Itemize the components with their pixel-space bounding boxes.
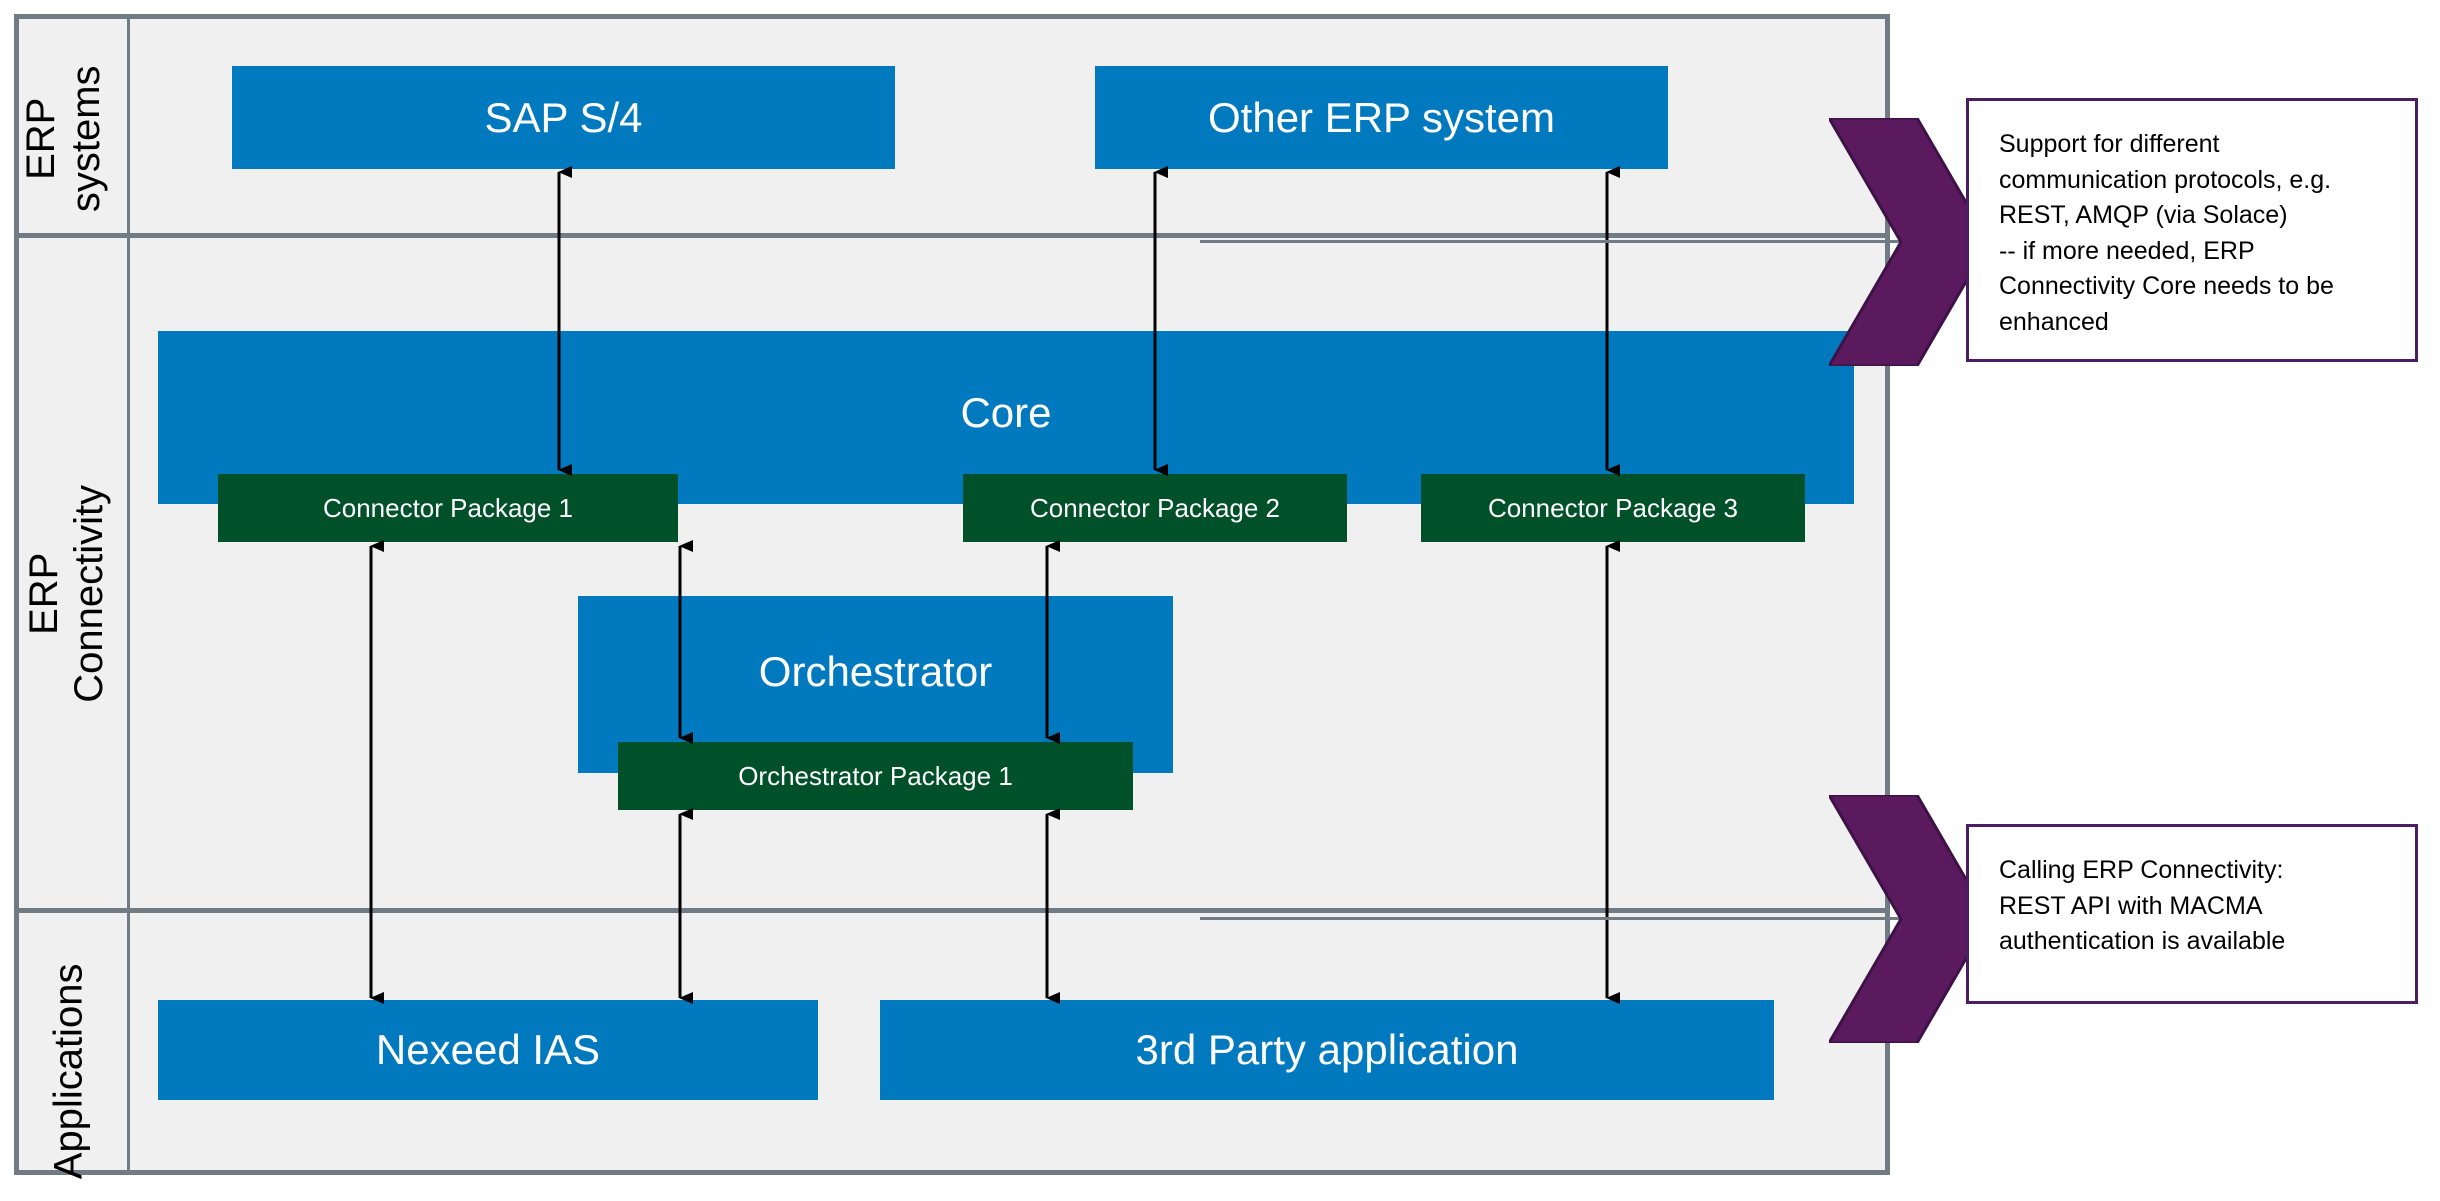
lane-divider-applications — [19, 908, 1885, 913]
chevron-arrow-top — [1829, 118, 1989, 366]
block-other-erp-system[interactable]: Other ERP system — [1095, 66, 1668, 169]
block-connector-package-2[interactable]: Connector Package 2 — [963, 474, 1347, 542]
lane-label-erp-connectivity: ERP Connectivity — [22, 484, 111, 703]
block-connector-package-3[interactable]: Connector Package 3 — [1421, 474, 1805, 542]
callout-note-calling-erp-connectivity: Calling ERP Connectivity: REST API with … — [1966, 824, 2418, 1004]
lane-label-erp-systems: ERP systems — [19, 65, 108, 213]
block-orchestrator-package-1[interactable]: Orchestrator Package 1 — [618, 742, 1133, 810]
lane-label-applications: Applications — [46, 963, 91, 1180]
swimlane-container: ERP systems ERP Connectivity Application… — [14, 14, 1890, 1179]
callout-note-protocols: Support for different communication prot… — [1966, 98, 2418, 362]
block-connector-package-1[interactable]: Connector Package 1 — [218, 474, 678, 542]
block-third-party-application[interactable]: 3rd Party application — [880, 1000, 1774, 1100]
block-sap-s4[interactable]: SAP S/4 — [232, 66, 895, 169]
block-nexeed-ias[interactable]: Nexeed IAS — [158, 1000, 818, 1100]
callout-line-bottom — [1200, 917, 1900, 920]
chevron-arrow-bottom — [1829, 795, 1989, 1043]
callout-line-top — [1200, 240, 1900, 243]
label-column-divider — [127, 19, 130, 1170]
lane-divider-erp-systems — [19, 233, 1885, 238]
